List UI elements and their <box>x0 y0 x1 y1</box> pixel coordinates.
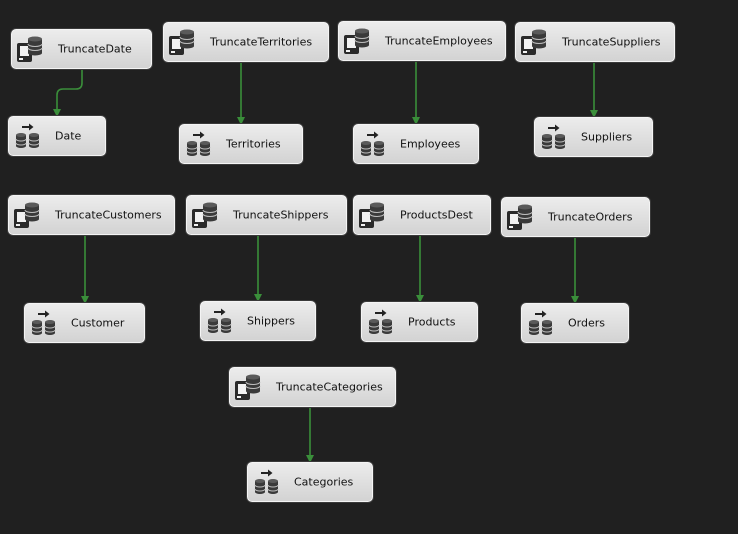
data-flow-icon <box>526 308 556 338</box>
execute-sql-icon <box>343 26 373 56</box>
task-label: Suppliers <box>581 130 633 144</box>
data-flow-icon <box>29 308 59 338</box>
task-label: TruncateOrders <box>548 210 633 224</box>
task-suppliers[interactable]: Suppliers <box>534 117 653 157</box>
task-shippers[interactable]: Shippers <box>200 301 316 341</box>
task-truncate-customers[interactable]: TruncateCustomers <box>8 195 175 235</box>
task-label: Customer <box>71 316 125 330</box>
task-label: TruncateEmployees <box>385 34 493 48</box>
execute-sql-icon <box>358 200 388 230</box>
task-truncate-territories[interactable]: TruncateTerritories <box>163 22 329 62</box>
task-label: Products <box>408 315 456 329</box>
execute-sql-icon <box>234 372 264 402</box>
task-products-dest[interactable]: ProductsDest <box>353 195 491 235</box>
task-customer[interactable]: Customer <box>24 303 145 343</box>
task-truncate-date[interactable]: TruncateDate <box>11 29 152 69</box>
execute-sql-icon <box>168 27 198 57</box>
task-orders[interactable]: Orders <box>521 303 629 343</box>
task-label: Shippers <box>247 314 295 328</box>
task-label: Orders <box>568 316 605 330</box>
task-truncate-suppliers[interactable]: TruncateSuppliers <box>515 22 675 62</box>
execute-sql-icon <box>506 202 536 232</box>
task-truncate-orders[interactable]: TruncateOrders <box>501 197 650 237</box>
task-date[interactable]: Date <box>8 116 106 156</box>
task-label: ProductsDest <box>400 208 473 222</box>
task-employees[interactable]: Employees <box>353 124 479 164</box>
execute-sql-icon <box>191 200 221 230</box>
data-flow-icon <box>539 122 569 152</box>
task-label: TruncateCategories <box>276 380 383 394</box>
execute-sql-icon <box>13 200 43 230</box>
task-label: Territories <box>226 137 281 151</box>
task-label: Categories <box>294 475 354 489</box>
task-truncate-categories[interactable]: TruncateCategories <box>229 367 396 407</box>
task-categories[interactable]: Categories <box>247 462 373 502</box>
data-flow-icon <box>366 307 396 337</box>
task-label: TruncateTerritories <box>210 35 313 49</box>
execute-sql-icon <box>16 34 46 64</box>
data-flow-icon <box>184 129 214 159</box>
task-label: TruncateDate <box>58 42 132 56</box>
task-label: Employees <box>400 137 461 151</box>
task-label: TruncateShippers <box>233 208 329 222</box>
task-products[interactable]: Products <box>361 302 478 342</box>
task-truncate-shippers[interactable]: TruncateShippers <box>186 195 347 235</box>
precedence-connector-truncate-date-to-date[interactable] <box>53 69 83 117</box>
data-flow-icon <box>358 129 388 159</box>
task-territories[interactable]: Territories <box>179 124 303 164</box>
task-label: TruncateCustomers <box>55 208 162 222</box>
execute-sql-icon <box>520 27 550 57</box>
data-flow-icon <box>252 467 282 497</box>
data-flow-icon <box>205 306 235 336</box>
data-flow-icon <box>13 121 43 151</box>
task-label: Date <box>55 129 82 143</box>
task-label: TruncateSuppliers <box>562 35 661 49</box>
task-truncate-employees[interactable]: TruncateEmployees <box>338 21 506 61</box>
